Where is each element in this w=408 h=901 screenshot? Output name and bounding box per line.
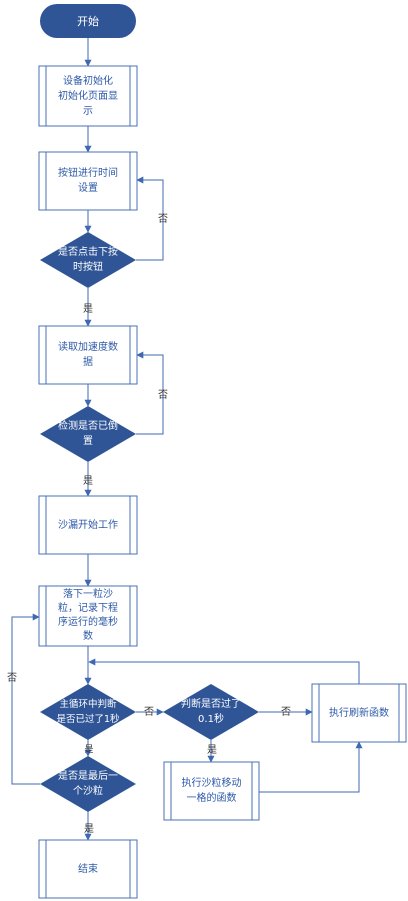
process-read-acc	[38, 325, 138, 385]
edge-label-check-last-yes: 是	[84, 823, 94, 835]
time-set-label: 按钮进行时间 设置	[58, 168, 118, 194]
decision-check-01s	[163, 684, 259, 740]
refresh-label: 执行刷新函数	[329, 707, 389, 719]
check-press-label: 是否点击下按 时按钮	[58, 247, 118, 273]
check-last-label: 是否是最后一 个沙粒	[58, 771, 118, 797]
init-label: 设备初始化 初始化页面显 示	[58, 75, 118, 117]
decision-check-tilt	[40, 406, 136, 462]
edge-check-press-no	[136, 176, 164, 261]
process-init	[38, 65, 138, 127]
hourglass-start-label: 沙漏开始工作	[58, 519, 118, 531]
edge-label-check-press-no: 否	[158, 213, 168, 225]
decision-check-1s-main	[40, 684, 136, 740]
edge-label-check-press-yes: 是	[83, 303, 93, 315]
edge-label-check01s-yes: 是	[207, 744, 217, 756]
start-label: 开始	[77, 14, 99, 28]
process-time-set	[38, 151, 138, 211]
edge-label-check1s-no: 否	[144, 706, 154, 718]
process-move-grain	[163, 761, 260, 821]
read-acc-label: 读取加速度数 据	[58, 342, 118, 368]
edge-check-tilt-no	[136, 351, 164, 435]
process-drop-grain	[38, 585, 138, 647]
process-end	[38, 839, 138, 899]
move-grain-label: 执行沙粒移动 一格的函数	[181, 778, 242, 804]
edge-label-check01s-no: 否	[281, 706, 291, 718]
end-label: 结束	[78, 863, 98, 875]
start-terminator	[40, 4, 136, 38]
edge-label-check-tilt-no: 否	[158, 389, 168, 401]
check-tilt-label: 检测是否已倒 置	[58, 421, 118, 447]
process-hourglass-start	[38, 495, 138, 555]
process-refresh	[311, 683, 407, 743]
edge-check-last-no	[11, 613, 40, 785]
edge-label-check-tilt-yes: 是	[83, 475, 93, 487]
drop-grain-label: 落下一粒沙 粒，记录下程 序运行的毫秒 数	[58, 589, 118, 642]
check-01s-label: 判断是否过了 0.1秒	[181, 699, 241, 725]
edge-label-check-last-no: 否	[7, 672, 17, 684]
edge-move-refresh	[259, 741, 363, 793]
check-1s-main-label: 主循环中判断 是否已过了1秒	[56, 699, 120, 725]
decision-check-last	[40, 756, 136, 812]
decision-check-press	[40, 232, 136, 288]
edge-label-check1s-yes: 是	[84, 744, 94, 755]
edge-refresh-loop	[88, 658, 360, 684]
